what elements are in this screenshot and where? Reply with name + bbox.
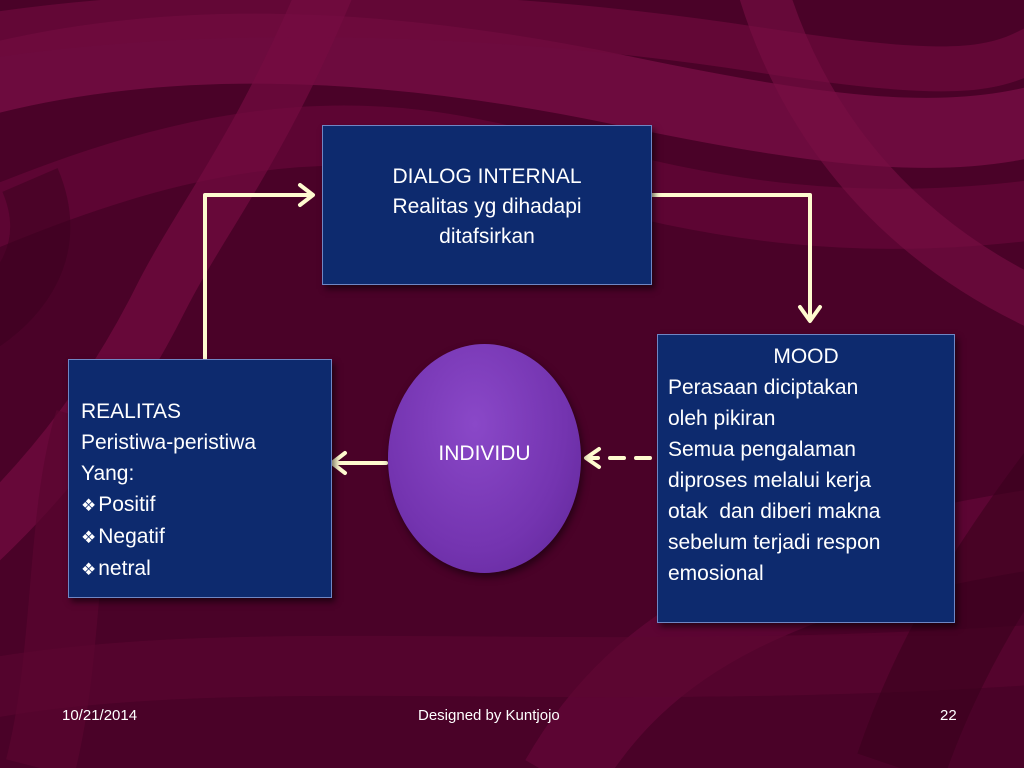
mood-line: emosional bbox=[668, 562, 764, 585]
realitas-box: REALITAS Peristiwa-peristiwa Yang: ❖Posi… bbox=[68, 359, 332, 598]
mood-box: MOOD Perasaan diciptakan oleh pikiran Se… bbox=[657, 334, 955, 623]
mood-line: diproses melalui kerja bbox=[668, 469, 872, 492]
footer-page-number: 22 bbox=[940, 707, 957, 724]
realitas-line: Peristiwa-peristiwa bbox=[81, 431, 257, 454]
diamond-bullet-icon: ❖ bbox=[81, 560, 97, 579]
realitas-line: Yang: bbox=[81, 462, 135, 485]
mood-line: oleh pikiran bbox=[668, 407, 776, 430]
bullet-item: ❖Positif bbox=[81, 489, 331, 521]
mood-line: Perasaan diciptakan bbox=[668, 376, 859, 399]
bullet-text: Positif bbox=[98, 493, 156, 516]
individu-circle: INDIVIDU bbox=[388, 344, 581, 573]
dialog-line: ditafsirkan bbox=[439, 225, 535, 248]
bullet-text: Negatif bbox=[98, 525, 165, 548]
bullet-item: ❖netral bbox=[81, 553, 331, 585]
diamond-bullet-icon: ❖ bbox=[81, 528, 97, 547]
bullet-text: netral bbox=[98, 557, 151, 580]
dialog-line: Realitas yg dihadapi bbox=[392, 195, 582, 218]
mood-line: Semua pengalaman bbox=[668, 438, 856, 461]
individu-label: INDIVIDU bbox=[438, 441, 531, 465]
mood-title: MOOD bbox=[773, 345, 839, 368]
realitas-title: REALITAS bbox=[81, 400, 181, 423]
mood-line: otak dan diberi makna bbox=[668, 500, 881, 523]
diamond-bullet-icon: ❖ bbox=[81, 496, 97, 515]
mood-line: sebelum terjadi respon bbox=[668, 531, 881, 554]
dialog-internal-box: DIALOG INTERNAL Realitas yg dihadapi dit… bbox=[322, 125, 652, 285]
dialog-title: DIALOG INTERNAL bbox=[392, 165, 582, 188]
footer-date: 10/21/2014 bbox=[62, 707, 138, 724]
footer-credit: Designed by Kuntjojo bbox=[418, 707, 560, 724]
bullet-item: ❖Negatif bbox=[81, 521, 331, 553]
